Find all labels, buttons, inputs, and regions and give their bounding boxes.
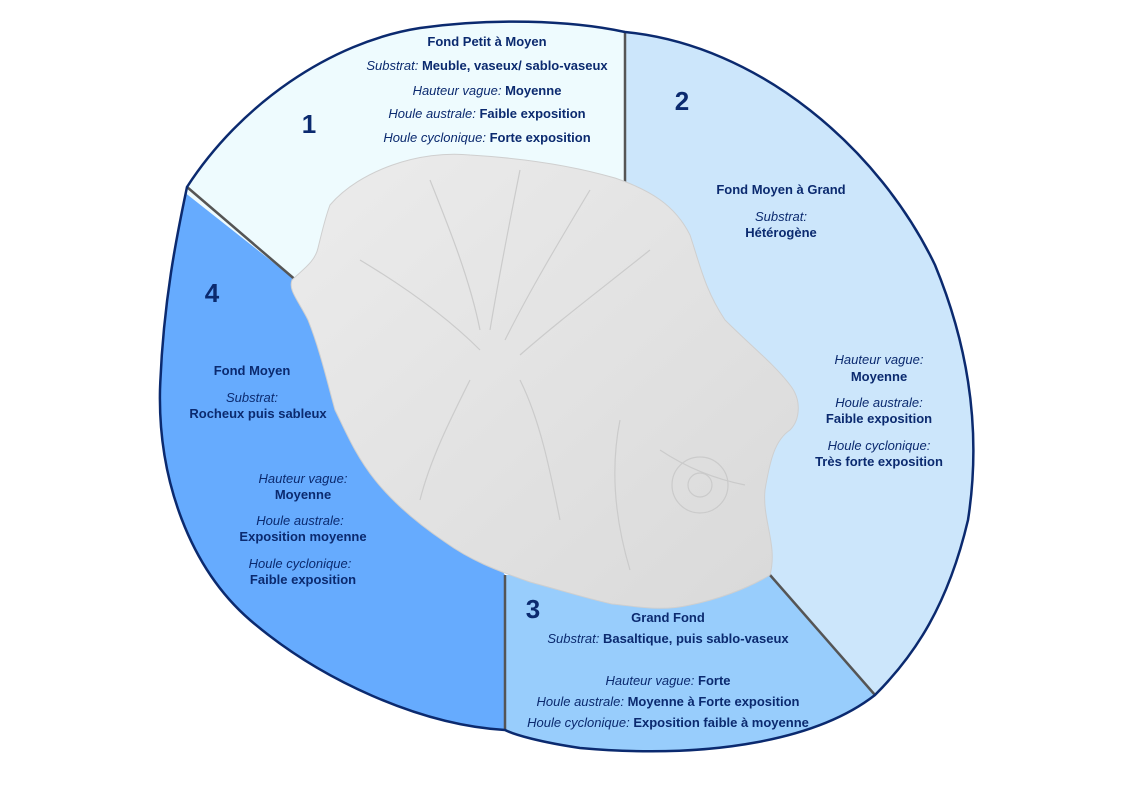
zone-1-cyclonique-label: Houle cyclonique xyxy=(383,130,482,145)
zone-4-substrat-colon: : xyxy=(274,390,278,405)
zone-1-australe-colon: : xyxy=(472,106,479,121)
zone-1-australe: Houle australe: Faible exposition xyxy=(388,106,585,121)
zone-3-substrat-label: Substrat xyxy=(547,631,597,646)
zone-2-australe-value: Faible exposition xyxy=(826,411,932,426)
zone-3-australe-label: Houle australe xyxy=(537,694,621,709)
zone-2-hauteur: Hauteur vague: xyxy=(835,352,924,367)
zone-1-hauteur: Hauteur vague: Moyenne xyxy=(413,83,562,98)
zone-2-substrat-colon: : xyxy=(803,209,807,224)
zone-2-substrat: Substrat: xyxy=(755,209,807,224)
zone-2-cyclonique-value: Très forte exposition xyxy=(815,454,943,469)
zone-1-substrat-colon: : xyxy=(415,58,422,73)
zone-4-cyclonique-colon: : xyxy=(348,556,352,571)
zone-3-cyclonique-colon: : xyxy=(626,715,633,730)
zone-2-hauteur-colon: : xyxy=(920,352,924,367)
zone-2-info: Fond Moyen à Grand Substrat: Hétérogène … xyxy=(716,182,943,469)
zone-1-substrat: Substrat: Meuble, vaseux/ sablo-vaseux xyxy=(366,58,608,73)
zone-1-australe-value: Faible exposition xyxy=(479,106,585,121)
zone-4-substrat-value: Rocheux puis sableux xyxy=(189,406,327,421)
zone-dividers xyxy=(186,32,876,730)
island-relief xyxy=(359,169,746,571)
zone-2-substrat-label: Substrat xyxy=(755,209,805,224)
zone-4-hauteur-label: Hauteur vague xyxy=(259,471,344,486)
zone-3-cyclonique: Houle cyclonique: Exposition faible à mo… xyxy=(527,715,809,730)
zone-4-hauteur-colon: : xyxy=(344,471,348,486)
zone-2-number: 2 xyxy=(675,86,689,116)
zone-3-hauteur-colon: : xyxy=(691,673,698,688)
zone-2-hauteur-value: Moyenne xyxy=(851,369,907,384)
zone-1-australe-label: Houle australe xyxy=(388,106,472,121)
zone-1-substrat-label: Substrat xyxy=(366,58,416,73)
zone-4-title: Fond Moyen xyxy=(214,363,291,378)
zone-3-australe: Houle australe: Moyenne à Forte expositi… xyxy=(537,694,800,709)
zone-4-cyclonique: Houle cyclonique: xyxy=(249,556,352,571)
zone-1-hauteur-label: Hauteur vague xyxy=(413,83,498,98)
zone-3-hauteur-label: Hauteur vague xyxy=(605,673,690,688)
zone-1-cyclonique-colon: : xyxy=(482,130,489,145)
zone-1-hauteur-colon: : xyxy=(498,83,505,98)
zone-3-cyclonique-value: Exposition faible à moyenne xyxy=(633,715,809,730)
zone-1-info: Fond Petit à Moyen Substrat: Meuble, vas… xyxy=(366,34,608,145)
zone-4-number: 4 xyxy=(205,278,220,308)
zone-1-substrat-value: Meuble, vaseux/ sablo-vaseux xyxy=(422,58,608,73)
zone-4-australe-value: Exposition moyenne xyxy=(239,529,366,544)
zone-2-cyclonique: Houle cyclonique: xyxy=(828,438,931,453)
zone-2-title: Fond Moyen à Grand xyxy=(716,182,845,197)
zone-4-info: Fond Moyen Substrat: Rocheux puis sableu… xyxy=(189,363,366,587)
zone-1-cyclonique: Houle cyclonique: Forte exposition xyxy=(383,130,590,145)
zone-3-hauteur: Hauteur vague: Forte xyxy=(605,673,730,688)
zone-4-cyclonique-label: Houle cyclonique xyxy=(249,556,348,571)
zone-outline xyxy=(158,20,975,753)
zone-4-hauteur-value: Moyenne xyxy=(275,487,331,502)
zone-2-hauteur-label: Hauteur vague xyxy=(835,352,920,367)
zone-3-substrat-value: Basaltique, puis sablo-vaseux xyxy=(603,631,789,646)
zone-3-info: Grand Fond Substrat: Basaltique, puis sa… xyxy=(527,610,809,730)
zone-4-australe-colon: : xyxy=(340,513,344,528)
zone-2-australe-colon: : xyxy=(919,395,923,410)
zone-3-substrat-colon: : xyxy=(596,631,603,646)
zone-3-australe-value: Moyenne à Forte exposition xyxy=(628,694,800,709)
zone-3-cyclonique-label: Houle cyclonique xyxy=(527,715,626,730)
zone-2-cyclonique-label: Houle cyclonique xyxy=(828,438,927,453)
zone-3-hauteur-value: Forte xyxy=(698,673,731,688)
zone-2-substrat-value: Hétérogène xyxy=(745,225,817,240)
zone-2-cyclonique-colon: : xyxy=(927,438,931,453)
zone-4-hauteur: Hauteur vague: xyxy=(259,471,348,486)
zone-1-cyclonique-value: Forte exposition xyxy=(490,130,591,145)
zone-2-area xyxy=(625,21,974,752)
zone-3-title: Grand Fond xyxy=(631,610,705,625)
zone-4-cyclonique-value: Faible exposition xyxy=(250,572,356,587)
zone-1-hauteur-value: Moyenne xyxy=(505,83,561,98)
zone-4-australe-label: Houle australe xyxy=(256,513,340,528)
zone-1-title: Fond Petit à Moyen xyxy=(427,34,546,49)
zone-3-substrat: Substrat: Basaltique, puis sablo-vaseux xyxy=(547,631,789,646)
zone-2-australe-label: Houle australe xyxy=(835,395,919,410)
zone-4-australe: Houle australe: xyxy=(256,513,344,528)
zone-4-substrat: Substrat: xyxy=(226,390,278,405)
zone-4-substrat-label: Substrat xyxy=(226,390,276,405)
island-shape xyxy=(290,153,799,609)
zone-3-number: 3 xyxy=(526,594,540,624)
zone-3-australe-colon: : xyxy=(620,694,627,709)
zone-3-area xyxy=(505,575,974,752)
zone-1-number: 1 xyxy=(302,109,316,139)
zone-4-area xyxy=(159,21,505,752)
zone-2-australe: Houle australe: xyxy=(835,395,923,410)
